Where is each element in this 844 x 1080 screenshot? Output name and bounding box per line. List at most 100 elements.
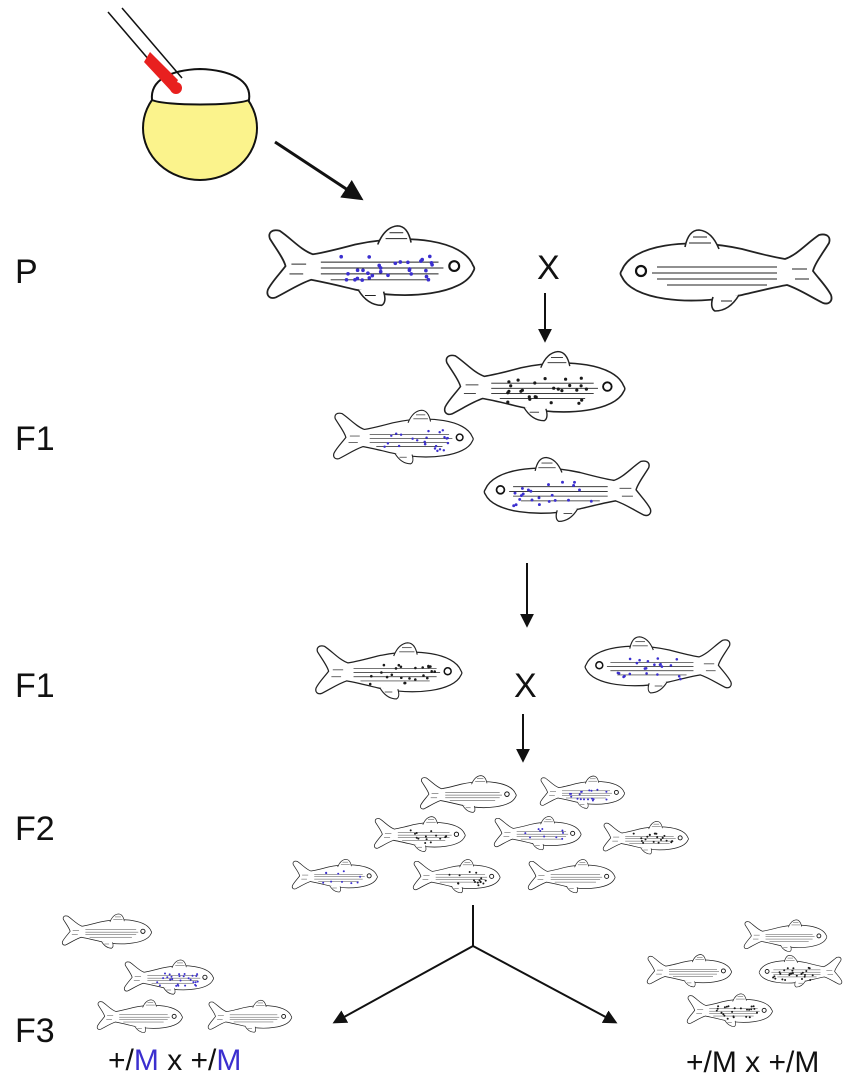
mutation-spot	[645, 838, 647, 840]
mutation-spot	[721, 1012, 723, 1014]
cross-symbol-p: X	[537, 249, 560, 287]
mutation-spot	[717, 1005, 719, 1007]
mutation-spot	[190, 979, 192, 981]
mutation-spot	[543, 836, 545, 838]
mutation-spot	[171, 978, 173, 980]
fish-f3-right-3	[759, 955, 842, 987]
mutation-spot	[538, 496, 541, 499]
generation-label-f1-cross: F1	[15, 667, 55, 705]
mutation-spot	[449, 874, 451, 876]
mutation-spot	[647, 660, 650, 663]
mutation-spot	[479, 879, 481, 881]
mutation-spot	[805, 970, 807, 972]
fish-f2-3	[374, 817, 465, 852]
mutation-spot	[156, 981, 158, 983]
mutation-spot	[367, 276, 371, 280]
mutation-spot	[477, 882, 479, 884]
mutation-spot	[541, 828, 543, 830]
mutation-spot	[585, 388, 588, 391]
mutation-spot	[538, 828, 540, 830]
mutation-spot	[428, 255, 432, 259]
mutation-spot	[339, 255, 343, 259]
mutation-spot	[414, 667, 417, 670]
mutation-spot	[524, 832, 526, 834]
mutation-spot	[482, 883, 484, 885]
embryo-injection	[108, 8, 257, 180]
mutation-spot	[544, 377, 547, 380]
mutation-spot	[325, 872, 327, 874]
mutation-spot	[756, 1012, 758, 1014]
fish-f2-7	[413, 859, 500, 892]
mutation-spot	[171, 976, 173, 978]
mutation-spot	[406, 260, 410, 264]
mutation-spot	[475, 872, 477, 874]
mutation-spot	[618, 672, 621, 675]
mutation-spot	[383, 664, 386, 667]
mutation-spot	[748, 1009, 750, 1011]
mutation-spot	[356, 268, 360, 272]
mutation-spot	[547, 483, 550, 486]
mutation-spot	[424, 443, 426, 445]
mutation-spot	[562, 832, 564, 834]
mutation-spot	[528, 398, 531, 401]
mutation-spot	[520, 494, 523, 497]
mutation-spot	[184, 973, 186, 975]
mutation-spot	[575, 389, 578, 392]
mutation-spot	[480, 881, 482, 883]
mutation-spot	[580, 791, 582, 793]
mutation-spot	[588, 789, 590, 791]
fish-f3-left-4	[208, 1000, 292, 1032]
mutation-spot	[188, 977, 190, 979]
mutation-spot	[551, 494, 554, 497]
fish-f1-top	[445, 352, 625, 421]
mutation-spot	[580, 798, 582, 800]
mutation-spot	[518, 498, 521, 501]
mutation-spot	[386, 273, 390, 277]
mutation-spot	[416, 439, 418, 441]
mutation-spot	[812, 974, 814, 976]
mutation-spot	[560, 389, 563, 392]
mutation-spot	[529, 490, 532, 493]
mutation-spot	[400, 666, 403, 669]
mutation-spot	[781, 978, 783, 980]
mutation-spot	[773, 975, 775, 977]
mutation-spot	[804, 974, 806, 976]
mutation-spot	[506, 401, 509, 404]
mutation-spot	[395, 667, 398, 670]
mutation-spot	[789, 973, 791, 975]
fish-f2-8	[528, 859, 615, 892]
mutation-spot	[443, 436, 445, 438]
mutation-spot	[395, 432, 397, 434]
mutation-spot	[791, 970, 793, 972]
mutation-spot	[531, 499, 534, 502]
mutation-spot	[421, 666, 424, 669]
mutation-spot	[749, 1016, 751, 1018]
fish-p-right	[621, 230, 832, 311]
mutation-spot	[341, 881, 343, 883]
mutation-spot	[439, 448, 441, 450]
mutation-spot	[443, 449, 445, 451]
mutation-spot	[557, 388, 560, 391]
mutation-spot	[567, 499, 570, 502]
mutation-spot	[409, 272, 413, 276]
mutation-spot	[663, 835, 665, 837]
mutation-spot	[180, 980, 182, 982]
mutation-spot	[550, 401, 553, 404]
mutation-spot	[438, 431, 440, 433]
mutation-spot	[445, 835, 447, 837]
mutation-spot	[645, 672, 648, 675]
mutation-spot	[424, 842, 426, 844]
mutation-spot	[653, 663, 656, 666]
mutation-spot	[774, 978, 776, 980]
mutation-spot	[177, 985, 179, 987]
mutation-spot	[792, 972, 794, 974]
fish-f2-1	[420, 776, 516, 813]
mutation-spot	[507, 390, 510, 393]
mutation-spot	[570, 796, 572, 798]
mutation-spot	[169, 979, 171, 981]
mutation-spot	[572, 484, 575, 487]
mutation-spot	[195, 985, 197, 987]
fish-f3-left-1	[62, 914, 151, 948]
mutation-spot	[724, 1006, 726, 1008]
